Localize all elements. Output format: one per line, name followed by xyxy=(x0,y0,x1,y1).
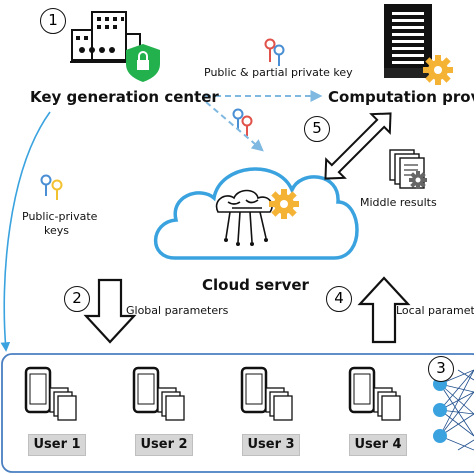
step-1-badge: 1 xyxy=(40,8,66,34)
provider-label: Computation provider xyxy=(328,88,474,106)
documents-icon xyxy=(265,387,293,421)
key-icon xyxy=(264,38,285,66)
documents-icon xyxy=(373,387,401,421)
public-partial-key-label: Public & partial private key xyxy=(204,66,353,79)
key-icon xyxy=(40,174,63,200)
keys-curve-arrow xyxy=(0,111,51,352)
middle-results-label: Middle results xyxy=(360,196,437,209)
user-1-label: User 1 xyxy=(28,434,86,456)
step-4-badge: 4 xyxy=(326,286,352,312)
public-private-keys-label-line1: Public-private xyxy=(22,210,98,223)
user-2-device xyxy=(132,366,185,421)
user-2-label: User 2 xyxy=(135,434,193,456)
neural-network-icon xyxy=(433,369,474,451)
gear-icon xyxy=(269,189,299,219)
gear-icon xyxy=(423,55,453,85)
phone-icon xyxy=(348,366,376,414)
up-arrow xyxy=(357,276,411,344)
bidirectional-arrow xyxy=(324,112,392,180)
cloud-icon xyxy=(153,167,359,260)
shield-lock-icon xyxy=(126,44,160,82)
step-3-badge: 3 xyxy=(428,356,454,382)
phone-icon xyxy=(24,366,52,414)
user-3-label: User 3 xyxy=(242,434,300,456)
public-private-keys-label-line2: keys xyxy=(44,224,69,237)
phone-icon xyxy=(240,366,268,414)
brain-circuit-icon xyxy=(215,189,273,246)
users-container xyxy=(1,353,474,473)
down-arrow xyxy=(83,278,137,344)
user-1-device xyxy=(24,366,77,421)
phone-icon xyxy=(132,366,160,414)
building-icon xyxy=(70,11,142,63)
documents-icon xyxy=(49,387,77,421)
kgc-label: Key generation center xyxy=(30,88,219,106)
local-parameters-label: Local parameters xyxy=(396,304,474,317)
user-4-device xyxy=(348,366,401,421)
dashed-arrow-to-cloud xyxy=(205,101,264,152)
user-4-label: User 4 xyxy=(349,434,407,456)
step-5-badge: 5 xyxy=(304,116,330,142)
documents-icon xyxy=(157,387,185,421)
gear-icon xyxy=(409,171,427,189)
user-3-device xyxy=(240,366,293,421)
server-icon xyxy=(384,4,432,78)
key-icon xyxy=(232,108,253,136)
step-2-badge: 2 xyxy=(64,286,90,312)
global-parameters-label: Global parameters xyxy=(126,304,229,317)
cloud-server-label: Cloud server xyxy=(202,276,309,294)
